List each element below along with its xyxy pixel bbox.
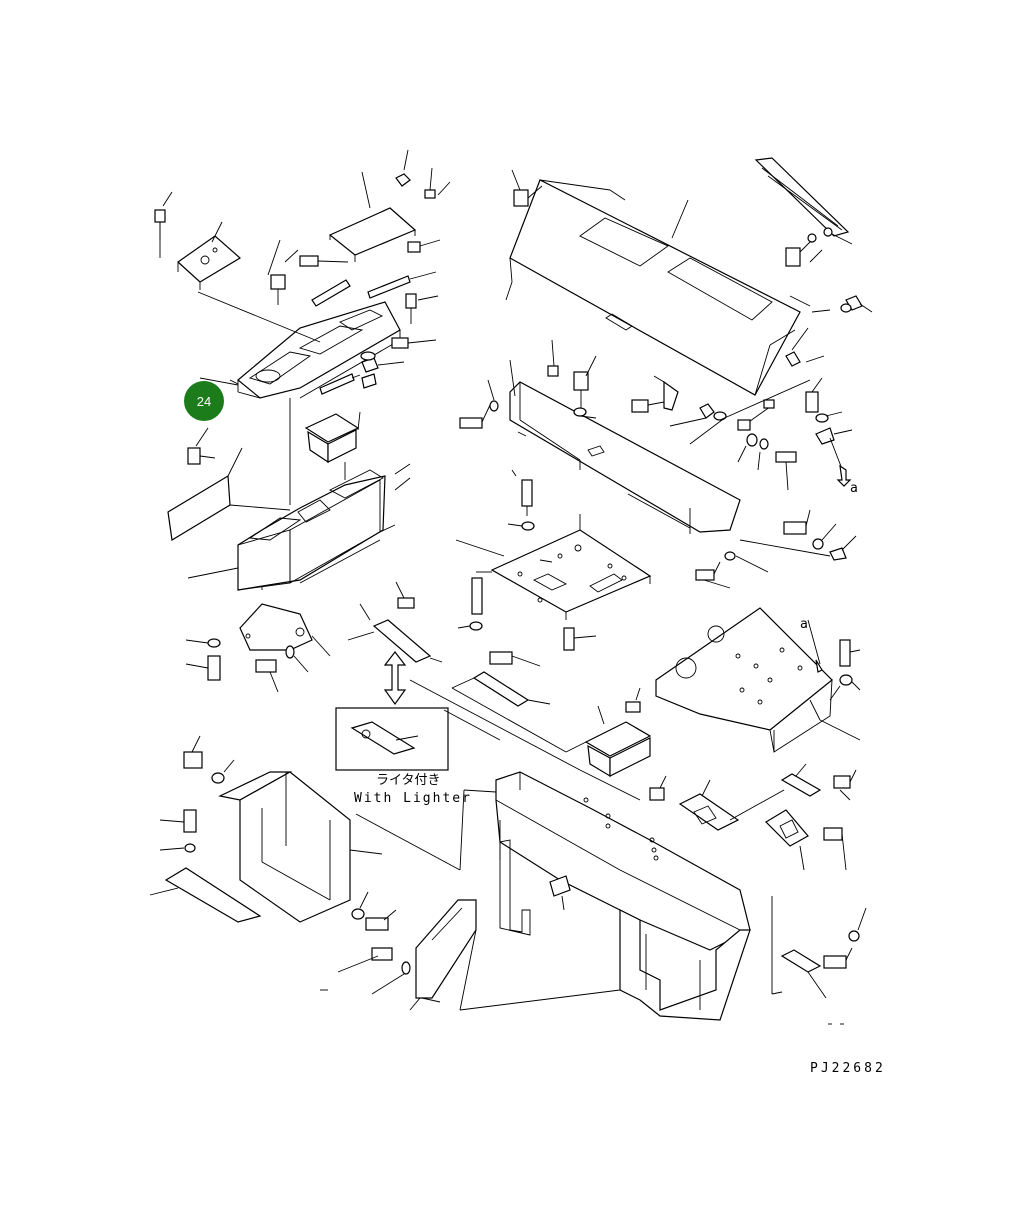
inset-caption-en: With Lighter [354, 791, 472, 806]
mounting-plate [490, 529, 652, 613]
lower-chassis-assembly [355, 651, 867, 1025]
reference-arrow-icon [836, 464, 852, 487]
support-post [619, 909, 751, 1021]
control-box [584, 721, 652, 757]
lower-strip [780, 949, 822, 973]
upper-cover-plate [328, 207, 417, 256]
lighter-plate [372, 619, 432, 663]
center-mounting-plate [455, 469, 769, 651]
console-side-panel [167, 474, 231, 541]
mid-bracket [472, 671, 530, 707]
beam-member [509, 381, 741, 533]
upper-right-cover [505, 157, 873, 396]
lighter-inset: ライタ付き With Lighter [335, 581, 472, 806]
console-body [237, 475, 386, 591]
clip-bracket [678, 793, 740, 831]
inset-frame [335, 707, 449, 771]
mounting-strip [367, 275, 411, 299]
right-platform-plate: a [655, 607, 861, 753]
console-base-bracket [239, 603, 313, 651]
swap-arrow-icon [383, 651, 407, 706]
rear-frame-bracket [149, 735, 411, 995]
drawing-number: PJ22682 [810, 1061, 886, 1076]
frame-bracket [239, 771, 351, 923]
inset-caption-jp: ライタ付き [376, 773, 440, 788]
callout-badge[interactable]: 24 [184, 381, 224, 421]
steel-beam-assembly: a [459, 327, 858, 561]
callout-number: 24 [197, 394, 211, 409]
side-fin [415, 899, 477, 999]
reference-letter-upper: a [850, 481, 858, 496]
left-console-assembly [154, 149, 451, 693]
reference-letter-lower: a [800, 617, 808, 632]
